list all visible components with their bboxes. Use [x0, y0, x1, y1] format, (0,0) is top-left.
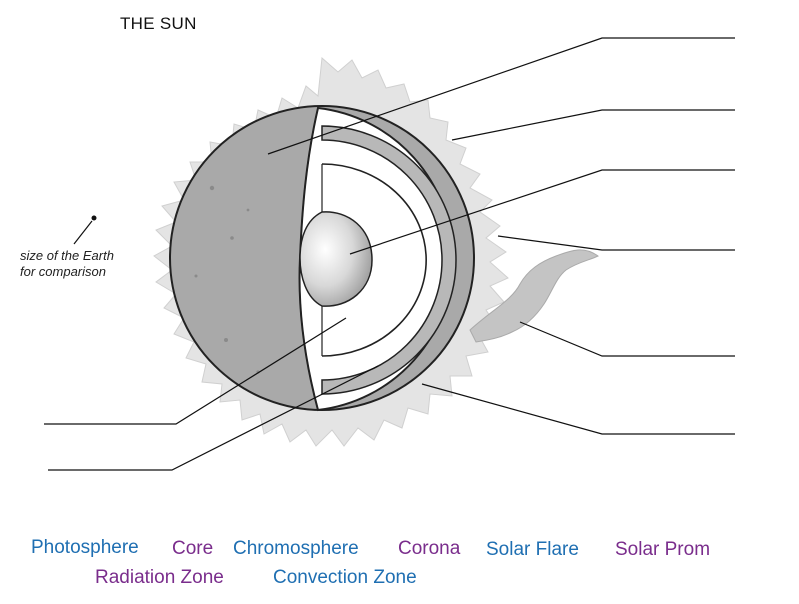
- leader-7: [44, 317, 347, 425]
- earth-pointer-line: [73, 220, 93, 245]
- earth-dot: [91, 215, 97, 221]
- leader-5: [519, 321, 735, 357]
- diagram-title: THE SUN: [120, 14, 197, 33]
- term-solar-flare: Solar Flare: [486, 539, 579, 560]
- term-core: Core: [172, 538, 214, 559]
- term-corona: Corona: [398, 538, 461, 559]
- leader-2: [451, 109, 735, 141]
- core-sphere: [299, 211, 373, 307]
- earth-note-line-1: size of the Earth: [20, 248, 114, 263]
- leader-3: [349, 169, 735, 255]
- leader-6: [421, 383, 735, 435]
- term-radiation-zone: Radiation Zone: [95, 567, 224, 588]
- leader-4: [497, 235, 735, 251]
- convection-boundary: [321, 163, 427, 357]
- prominence-shape: [469, 249, 599, 343]
- label-lines: [44, 37, 735, 471]
- leader-8: [48, 365, 379, 471]
- term-chromosphere: Chromosphere: [233, 538, 359, 559]
- term-solar-prom: Solar Prom: [615, 539, 711, 560]
- earth-comparison-note: size of the Earth for comparison: [20, 248, 114, 280]
- term-convection-zone: Convection Zone: [273, 567, 417, 588]
- leader-1: [267, 37, 735, 155]
- term-photosphere: Photosphere: [31, 537, 139, 558]
- earth-note-line-2: for comparison: [20, 264, 106, 279]
